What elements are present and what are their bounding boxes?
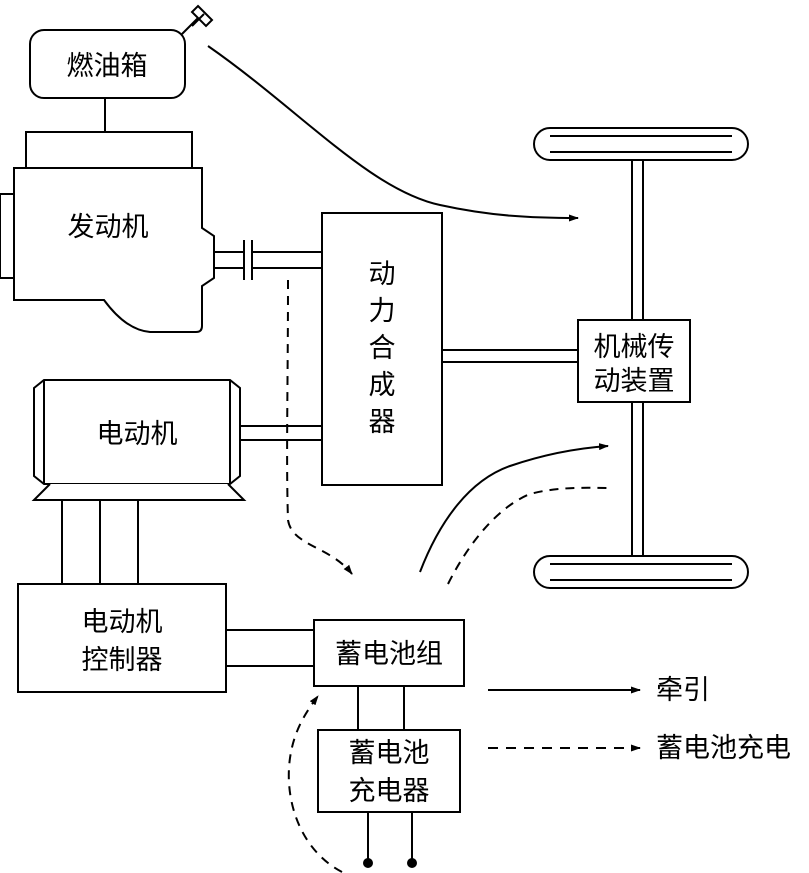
- fuel-tank: [29, 4, 214, 99]
- battery-charger-label-1: 蓄电池: [349, 738, 430, 769]
- battery-charger-label-2: 充电器: [349, 776, 430, 807]
- motor-controller: [17, 583, 227, 693]
- fuel-tank-label: 燃油箱: [67, 51, 148, 82]
- battery-pack: [313, 619, 465, 687]
- transmission-label-1: 机械传: [594, 332, 675, 363]
- front-wheel: [533, 127, 749, 161]
- power-combiner-label-3: 合: [369, 333, 396, 364]
- charging-flow-wheel-arrow: [447, 486, 613, 585]
- motor-controller-label-1: 电动机: [82, 607, 163, 638]
- charging-flow-engine-arrow: [286, 279, 353, 575]
- power-combiner-label-4: 成: [369, 370, 396, 401]
- motor-controller-label-2: 控制器: [82, 645, 163, 676]
- electric-motor: [31, 379, 247, 501]
- rear-wheel: [533, 555, 749, 589]
- traction-flow-fuel-arrow: [207, 45, 579, 222]
- traction-flow-battery-arrow: [419, 443, 609, 573]
- power-combiner-label-1: 动: [369, 259, 396, 290]
- mechanical-transmission: [577, 319, 691, 403]
- power-combiner: [321, 212, 443, 486]
- engine-shaft-clutch: [214, 240, 322, 280]
- motor-phase-wires: [61, 500, 139, 584]
- power-combiner-label-5: 器: [369, 407, 396, 438]
- combiner-output-shaft: [442, 349, 578, 363]
- transmission-label-2: 动装置: [594, 366, 675, 397]
- fuel-filler-cap-icon: [181, 4, 214, 35]
- power-combiner-label-2: 力: [369, 296, 396, 327]
- charging-flow-grid-arrow: [287, 695, 343, 873]
- charger-plug-terminals: [363, 812, 417, 868]
- battery-charger-wires: [357, 686, 405, 730]
- controller-battery-wires: [226, 629, 314, 667]
- motor-shaft: [240, 425, 322, 441]
- engine-label: 发动机: [68, 212, 149, 243]
- axle: [631, 160, 644, 556]
- legend-traction-label: 牵引: [656, 675, 710, 706]
- battery-charger: [317, 729, 461, 813]
- motor-label: 电动机: [97, 419, 178, 450]
- legend-charging-label: 蓄电池充电: [656, 733, 791, 764]
- battery-pack-label: 蓄电池组: [335, 639, 443, 670]
- engine: [0, 131, 215, 333]
